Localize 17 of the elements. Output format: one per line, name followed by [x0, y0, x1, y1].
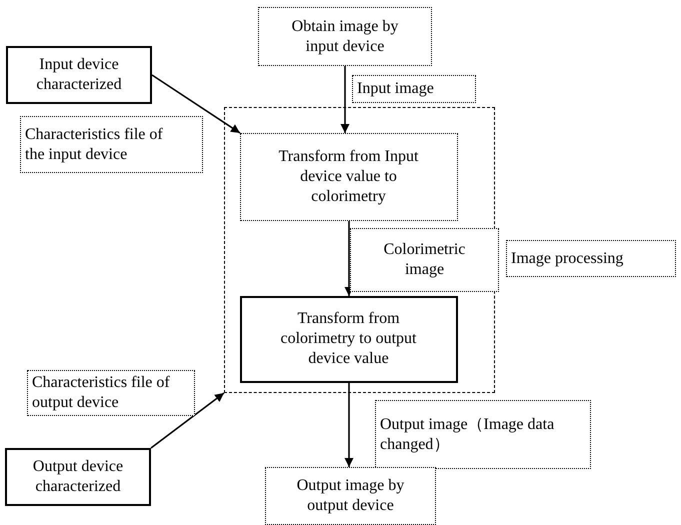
process-box: Output image by output device: [265, 467, 436, 525]
process-region: [224, 107, 495, 393]
note-box: Characteristics file of the input device: [20, 116, 203, 173]
process-box: Transform from colorimetry to output device value: [240, 296, 458, 382]
process-box: Output device characterized: [5, 448, 151, 506]
process-box: Obtain image by input device: [258, 7, 432, 66]
note-box: Output image（Image data changed）: [375, 400, 591, 469]
note-box: Characteristics file of output device: [27, 370, 195, 416]
process-box: Transform from Input device value to colorimetry: [240, 132, 458, 220]
arrow: [344, 383, 354, 467]
arrow: [344, 221, 354, 296]
arrow: [340, 66, 350, 133]
process-box: Input device characterized: [6, 46, 152, 104]
arrow: [150, 392, 224, 449]
note-box: Image processing: [506, 240, 676, 277]
note-box: Input image: [352, 75, 476, 103]
arrow: [152, 74, 240, 134]
